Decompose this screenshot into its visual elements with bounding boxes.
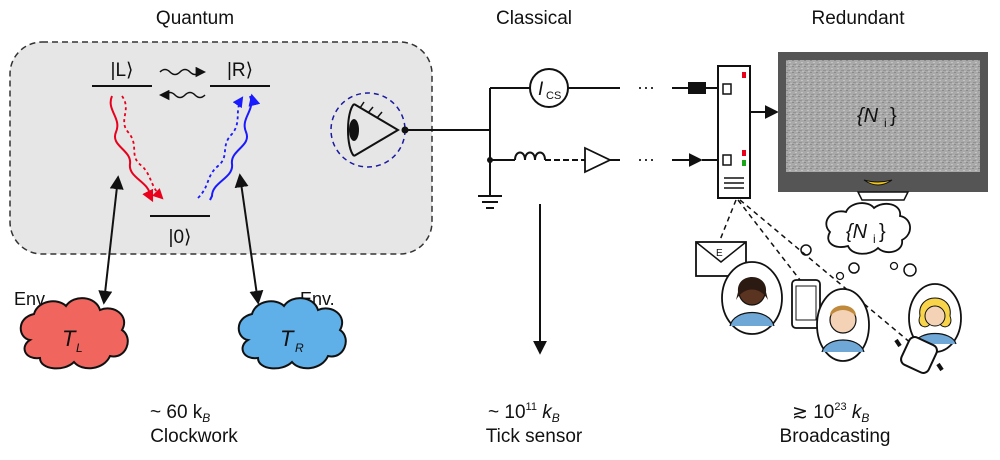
server-port-bottom	[722, 154, 732, 166]
temp-right-label: T	[280, 326, 295, 351]
screen-text: {N	[857, 105, 879, 127]
eyelash-1	[359, 101, 365, 109]
envelope-flap	[695, 241, 747, 263]
person-2-hair	[830, 305, 856, 316]
eyelash-2	[367, 106, 374, 114]
header-classical: Classical	[496, 8, 572, 29]
tunnel-wave-back	[164, 91, 206, 99]
detector-node	[401, 126, 409, 134]
thought-dot-2	[848, 262, 860, 274]
server-led-top	[742, 72, 746, 78]
state-ground-label: |0⟩	[169, 227, 192, 248]
footer-classical-caption: Tick sensor	[486, 426, 583, 447]
footer-redundant-caption: Broadcasting	[780, 426, 891, 447]
thought-text: {N	[846, 221, 868, 243]
dots-bottom: ···	[637, 149, 655, 169]
eyelash-3	[376, 111, 383, 119]
thought-dot-4	[889, 261, 899, 271]
eye-pupil	[349, 119, 359, 141]
env-left-arrow	[98, 175, 124, 305]
footer-quantum-caption: Clockwork	[150, 426, 238, 447]
blue-wave-solid	[209, 95, 253, 201]
temp-left-label: T	[62, 326, 77, 351]
inductor	[514, 151, 546, 161]
broadcast-line-phone	[737, 199, 801, 281]
thought-close: }	[879, 221, 886, 243]
red-wave-solid	[109, 95, 154, 203]
broadcast-line-watch	[739, 199, 913, 345]
dots-top: ···	[637, 77, 655, 97]
thought-dot-3	[903, 263, 917, 277]
blue-arrow-up	[248, 93, 261, 107]
amplifier-icon	[584, 146, 613, 174]
server-tower	[717, 65, 751, 199]
red-wave-dotted	[121, 95, 164, 200]
screen-close: }	[890, 105, 897, 127]
footer-classical-value: ~ 1011 kB	[488, 401, 560, 425]
cloud-right	[237, 297, 347, 370]
person-1-shirt	[729, 312, 775, 327]
temp-left-sub: L	[76, 341, 83, 355]
smartwatch-strap	[894, 338, 944, 372]
header-quantum: Quantum	[156, 8, 234, 29]
smartwatch-icon	[900, 336, 938, 374]
person-1-hair	[736, 277, 768, 300]
tv-screen	[786, 60, 980, 172]
temp-right-sub: R	[295, 341, 304, 355]
tv-stand	[856, 191, 910, 201]
env-right-arrow	[234, 173, 264, 305]
thought-sub: i	[873, 232, 876, 246]
blue-wave-dotted	[197, 96, 244, 199]
header-redundant: Redundant	[812, 8, 906, 29]
server-led-red	[742, 150, 746, 156]
cloud-left	[19, 297, 129, 370]
person-2-shirt	[821, 339, 865, 353]
current-symbol: I	[538, 79, 544, 100]
state-right-label: |R⟩	[227, 60, 253, 81]
footer-quantum-value: ~ 60 kB	[150, 402, 210, 425]
person-3-face	[924, 305, 946, 327]
phone-screen	[795, 285, 817, 321]
broadcast-line-email	[719, 199, 737, 241]
state-left-label: |L⟩	[111, 60, 134, 81]
footer-redundant-value: ≳ 1023 kB	[792, 401, 869, 425]
screen-sub: i	[884, 116, 887, 130]
tunnel-wave-forward	[159, 68, 201, 76]
envelope-letter: E	[716, 248, 723, 259]
thought-dot-1	[800, 244, 812, 256]
current-sub: CS	[546, 90, 561, 102]
thought-bubble	[825, 202, 911, 255]
thought-dot-5	[835, 271, 845, 281]
banana-logo-icon	[863, 179, 893, 186]
server-port-top	[722, 83, 732, 95]
eye-lid	[347, 103, 355, 157]
server-led-green	[742, 160, 746, 166]
cable-plug-top	[688, 82, 706, 94]
